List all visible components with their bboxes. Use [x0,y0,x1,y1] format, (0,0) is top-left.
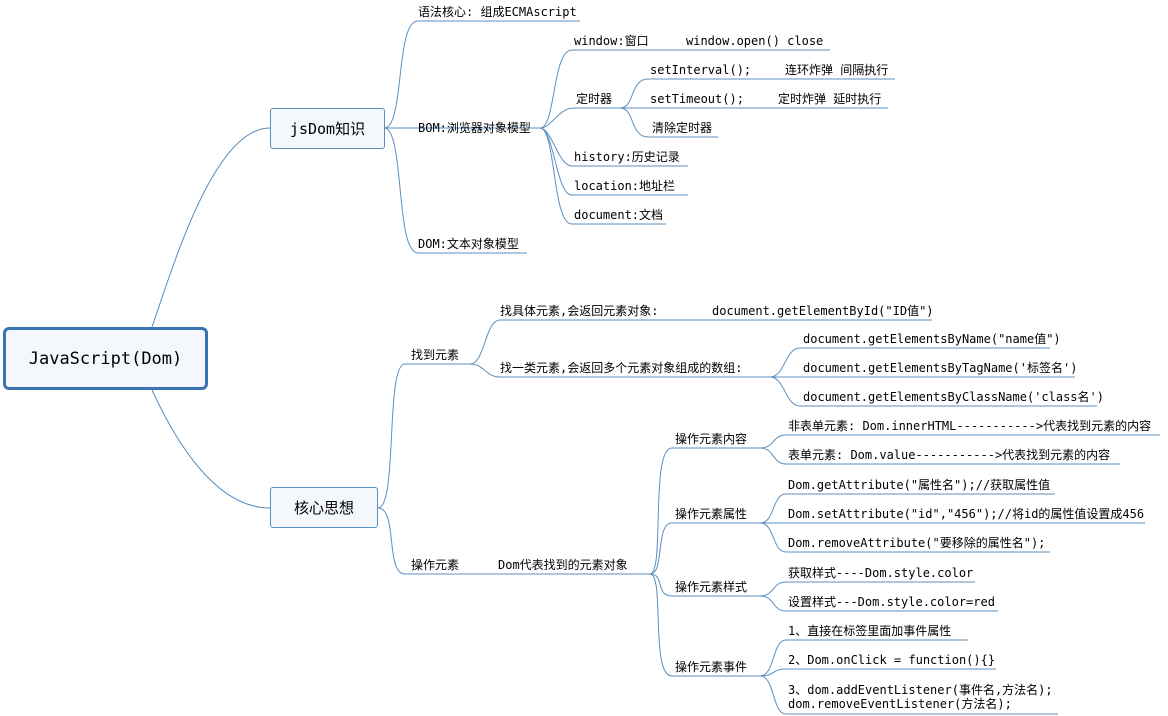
node-location[interactable]: location:地址栏 [574,179,676,193]
node-timer[interactable]: 定时器 [576,92,613,106]
node-get-style[interactable]: 获取样式----Dom.style.color [788,566,974,580]
node-operate-event[interactable]: 操作元素事件 [675,660,748,674]
node-event-2[interactable]: 2、Dom.onClick = function(){} [788,653,996,667]
root-node[interactable]: JavaScript(Dom) [3,327,208,390]
edge-content-inner [759,434,1160,449]
node-get-by-tag[interactable]: document.getElementsByTagName('标签名') [803,361,1078,375]
node-get-by-class[interactable]: document.getElementsByClassName('class名'… [803,390,1104,404]
node-event-3[interactable]: 3、dom.addEventListener(事件名,方法名); dom.rem… [788,683,1053,711]
edge-operate-event [649,573,760,677]
node-dom-desc[interactable]: Dom代表找到的元素对象 [498,558,628,572]
node-dom[interactable]: DOM:文本对象模型 [418,237,519,251]
node-get-by-id[interactable]: document.getElementById("ID值") [712,304,934,318]
node-set-timeout-desc[interactable]: 定时炸弹 延时执行 [778,92,882,106]
edge-style-set [759,595,998,612]
edge-find-one [469,319,932,365]
node-operate-attr[interactable]: 操作元素属性 [675,507,748,521]
node-operate-content[interactable]: 操作元素内容 [675,432,748,446]
edge-event-2 [759,668,996,677]
node-window[interactable]: window:窗口 [574,34,649,48]
node-jsdom-knowledge[interactable]: jsDom知识 [270,108,385,149]
edge-bom-document [539,127,666,225]
edge-timer-clear [619,107,718,138]
edge-attr-get [759,493,1055,524]
edge-find-many [469,363,770,378]
edge-bom-window [539,49,830,129]
edge-core-find [377,363,470,509]
edge-operate-attr [649,522,760,575]
node-clear-timer[interactable]: 清除定时器 [652,121,713,135]
node-set-interval[interactable]: setInterval(); [650,63,752,77]
edge-jsdom-grammar [383,20,580,129]
edge-attr-remove [759,522,1050,553]
node-remove-attr[interactable]: Dom.removeAttribute("要移除的属性名"); [788,536,1046,550]
node-inner-html[interactable]: 非表单元素: Dom.innerHTML----------->代表找到元素的内… [788,419,1152,433]
edge-style-get [759,581,975,597]
edge-operate-style [649,573,760,597]
node-set-style[interactable]: 设置样式---Dom.style.color=red [788,595,995,609]
edge-content-value [759,447,1120,465]
node-find-many[interactable]: 找一类元素,会返回多个元素对象组成的数组: [500,361,743,375]
node-operate-style[interactable]: 操作元素样式 [675,580,748,594]
node-document[interactable]: document:文档 [574,208,664,222]
node-find-element[interactable]: 找到元素 [411,348,460,362]
node-history[interactable]: history:历史记录 [574,150,680,164]
node-set-attr[interactable]: Dom.setAttribute("id","456");//将id的属性值设置… [788,507,1145,521]
edge-root-jsdom [151,127,271,328]
node-get-by-name[interactable]: document.getElementsByName("name值") [803,332,1061,346]
edge-core-operate [377,507,650,575]
node-core-idea[interactable]: 核心思想 [270,487,378,528]
node-value[interactable]: 表单元素: Dom.value----------->代表找到元素的内容 [788,448,1111,462]
node-find-one[interactable]: 找具体元素,会返回元素对象: [500,304,659,318]
edge-event-3 [759,675,1058,715]
node-set-timeout[interactable]: setTimeout(); [650,92,744,106]
node-event-3-line2: dom.removeEventListener(方法名); [788,697,1012,711]
edge-operate-content [649,447,760,575]
node-event-1[interactable]: 1、直接在标签里面加事件属性 [788,624,952,638]
edge-root-core [151,389,271,509]
node-set-interval-desc[interactable]: 连环炸弹 间隔执行 [785,63,889,77]
edge-bom-timer [539,107,620,129]
edge-many-name [769,347,1050,378]
edge-event-1 [759,639,968,677]
node-window-methods[interactable]: window.open() close [686,34,824,48]
edge-jsdom-dom [383,127,527,254]
node-bom[interactable]: BOM:浏览器对象模型 [418,121,531,135]
edge-timer-interval [619,78,895,109]
edge-many-class [769,376,1097,407]
node-get-attr[interactable]: Dom.getAttribute("属性名");//获取属性值 [788,478,1051,492]
node-operate-element[interactable]: 操作元素 [411,558,460,572]
node-event-3-line1: 3、dom.addEventListener(事件名,方法名); [788,683,1053,697]
node-grammar-core[interactable]: 语法核心: 组成ECMAscript [418,5,577,19]
